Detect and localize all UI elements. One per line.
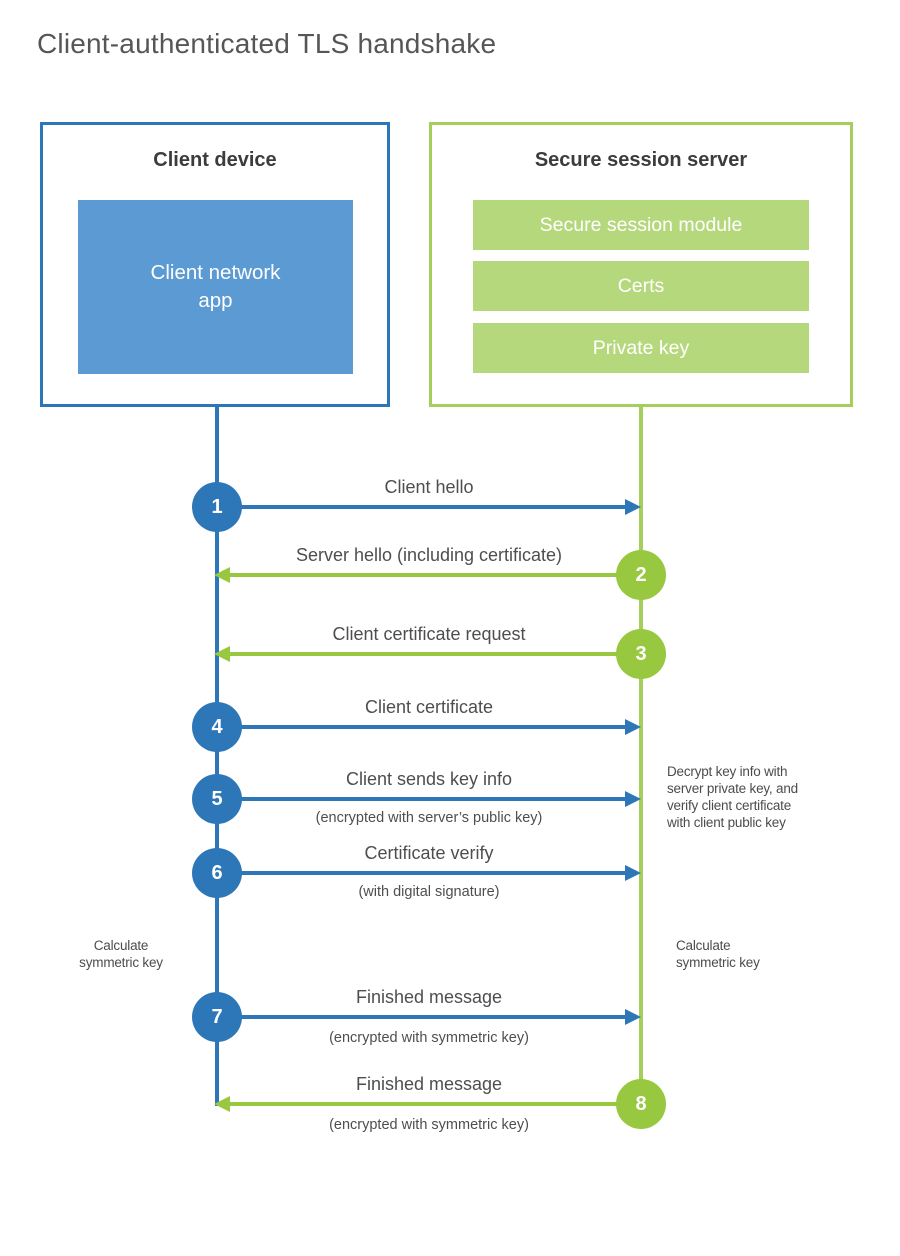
server-box: Secure session server Secure session mod…	[429, 122, 853, 407]
step-8-arrowhead-icon	[214, 1096, 230, 1112]
server-title: Secure session server	[534, 149, 748, 171]
step-2-arrow	[229, 573, 641, 577]
step-5-circle: 5	[192, 774, 242, 824]
step-1-label: Client hello	[384, 477, 474, 497]
client-network-app-box: Client network app	[78, 200, 353, 374]
step-3-circle: 3	[616, 629, 666, 679]
note-decrypt-key-info: Decrypt key info with server private key…	[667, 764, 798, 830]
step-4-circle: 4	[192, 702, 242, 752]
step-8-arrow	[229, 1102, 641, 1106]
step-2-label: Server hello (including certificate)	[295, 545, 563, 565]
step-6-arrow	[217, 871, 627, 875]
step-7-arrow	[217, 1015, 627, 1019]
step-4-arrow	[217, 725, 627, 729]
step-8-label: Finished message	[355, 1074, 503, 1094]
step-1-arrowhead-icon	[625, 499, 641, 515]
note-calculate-symmetric-key-client: Calculate symmetric key	[79, 938, 163, 970]
step-7-label: Finished message	[355, 987, 503, 1007]
note-calculate-symmetric-key-server: Calculate symmetric key	[676, 938, 760, 970]
step-6-circle: 6	[192, 848, 242, 898]
step-1-circle: 1	[192, 482, 242, 532]
step-7-arrowhead-icon	[625, 1009, 641, 1025]
step-4-arrowhead-icon	[625, 719, 641, 735]
step-3-arrowhead-icon	[214, 646, 230, 662]
step-6-sublabel: (with digital signature)	[358, 884, 500, 900]
step-7-circle: 7	[192, 992, 242, 1042]
client-lifeline	[215, 407, 219, 1106]
step-7-sublabel: (encrypted with symmetric key)	[329, 1030, 529, 1046]
step-5-label: Client sends key info	[345, 769, 513, 789]
server-certs-bar: Certs	[473, 261, 809, 311]
step-8-circle: 8	[616, 1079, 666, 1129]
page-title: Client-authenticated TLS handshake	[37, 28, 497, 59]
server-lifeline	[639, 407, 643, 1122]
client-device-box: Client device Client network app	[40, 122, 390, 407]
step-6-label: Certificate verify	[364, 843, 494, 863]
step-8-sublabel: (encrypted with symmetric key)	[329, 1117, 529, 1133]
step-3-arrow	[229, 652, 641, 656]
step-3-label: Client certificate request	[332, 624, 526, 644]
step-6-arrowhead-icon	[625, 865, 641, 881]
server-module-bar: Secure session module	[473, 200, 809, 250]
server-private-key-bar: Private key	[473, 323, 809, 373]
step-5-arrowhead-icon	[625, 791, 641, 807]
step-5-sublabel: (encrypted with server’s public key)	[315, 810, 543, 826]
step-5-arrow	[217, 797, 627, 801]
client-device-title: Client device	[153, 149, 277, 171]
step-2-circle: 2	[616, 550, 666, 600]
step-1-arrow	[217, 505, 627, 509]
step-4-label: Client certificate	[364, 697, 494, 717]
step-2-arrowhead-icon	[214, 567, 230, 583]
